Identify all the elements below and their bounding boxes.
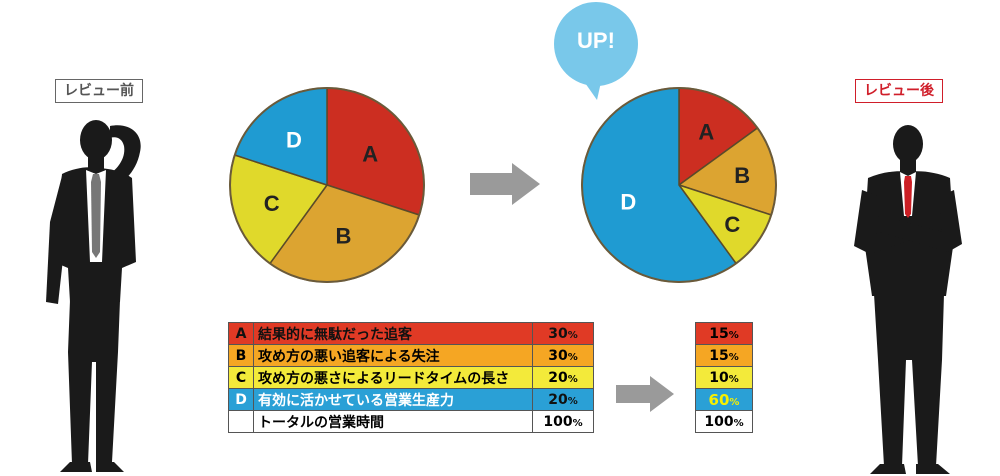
after-review-label: レビュー後 [855,79,943,103]
confident-businessman-silhouette [854,125,962,474]
row-description: 結果的に無駄だった追客 [253,322,533,345]
pie-label-a: A [362,142,378,167]
pie-label-b: B [336,224,352,249]
after-row: 15% [695,344,753,367]
before-review-label: レビュー前 [55,79,143,103]
row-before-percent: 100% [532,410,594,433]
row-key [228,410,254,433]
after-row: 100% [695,410,753,433]
pie-outline [229,87,425,283]
up-speech-bubble [554,2,638,100]
row-key: D [228,388,254,411]
after-row: 10% [695,366,753,389]
after-pie-chart: ABC D [581,87,777,283]
pie-label-d: D [620,189,636,214]
row-before-percent: 30% [532,322,594,345]
pie-label-d: D [286,127,302,152]
row-after-percent: 100% [695,410,753,433]
row-after-percent: 60% [695,388,753,411]
before-pie-chart: A B C D [229,87,425,283]
row-description: 攻め方の悪さによるリードタイムの長さ [253,366,533,389]
after-row: 60% [695,388,753,411]
up-text: UP! [577,28,615,53]
pie-label-a: A [698,119,714,144]
table-arrow-icon [616,376,674,412]
row-key: A [228,322,254,345]
row-key: C [228,366,254,389]
pie-label-c: C [724,212,740,237]
row-after-percent: 15% [695,322,753,345]
row-after-percent: 10% [695,366,753,389]
row-after-percent: 15% [695,344,753,367]
pie-label-b: B [734,163,750,188]
row-description: トータルの営業時間 [253,410,533,433]
row-description: 有効に活かせている営業生産力 [253,388,533,411]
after-row: 15% [695,322,753,345]
row-before-percent: 20% [532,366,594,389]
pie-label-c: C [264,191,280,216]
right-arrow-icon [470,163,540,205]
row-key: B [228,344,254,367]
pie-outline [581,87,777,283]
row-before-percent: 20% [532,388,594,411]
row-description: 攻め方の悪い追客による失注 [253,344,533,367]
after-percent-table: 15%15%10%60%100% [695,322,753,433]
row-before-percent: 30% [532,344,594,367]
worried-businessman-silhouette [46,120,141,472]
